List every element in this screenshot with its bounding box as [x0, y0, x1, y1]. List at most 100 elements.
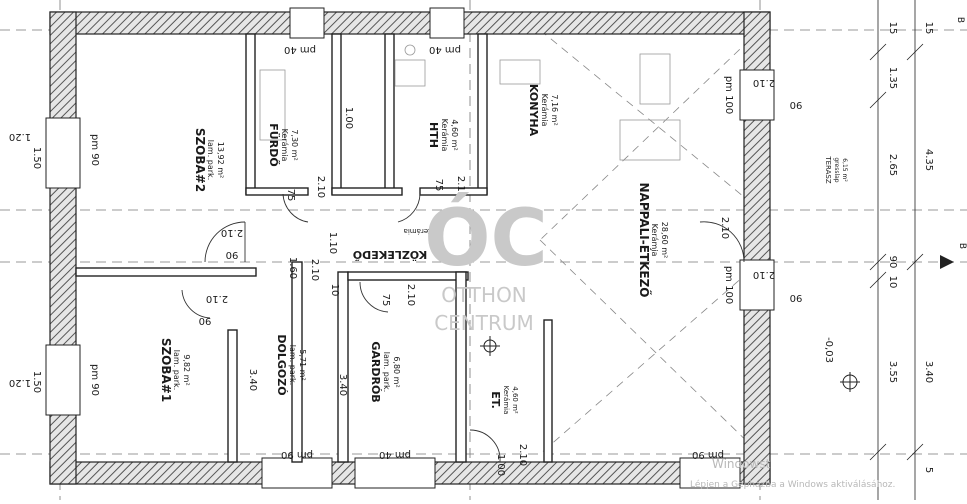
window-dimensions: 1.20 1.50 1.20 1.50	[9, 131, 42, 393]
svg-text:KONYHA: KONYHA	[527, 84, 540, 137]
svg-text:HTH: HTH	[427, 122, 440, 148]
svg-text:4,60 m²: 4,60 m²	[511, 386, 519, 414]
svg-text:10: 10	[887, 276, 898, 289]
svg-text:15: 15	[887, 22, 898, 35]
inner-walls	[75, 33, 553, 463]
room-label-szoba1: SZOBA#1 lam. park. 9,82 m²	[159, 338, 191, 402]
window-openings	[45, 7, 775, 489]
svg-text:4,60 m²: 4,60 m²	[450, 119, 459, 150]
room-labels: SZOBA#2 lam. park. 13,92 m² FÜRDŐ Kerámi…	[159, 84, 848, 415]
door-width: 2.10	[221, 227, 243, 238]
door-width: 2.10	[455, 176, 466, 198]
svg-text:Windowst: Windowst	[712, 457, 771, 471]
pm40-label: pm 40	[284, 44, 316, 55]
room-label-gardrob: GARDRÓB lam. park. 6,80 m²	[369, 341, 401, 402]
svg-text:90: 90	[887, 256, 898, 269]
door-width: 2.10	[405, 284, 416, 306]
door-width: 90	[790, 292, 803, 303]
svg-text:1.35: 1.35	[887, 67, 898, 89]
svg-text:lam. park.: lam. park.	[206, 140, 215, 180]
svg-text:6,80 m²: 6,80 m²	[392, 356, 401, 387]
watermark-line2: CENTRUM	[434, 311, 534, 335]
door-width: 2.10	[719, 217, 730, 239]
svg-text:KÖZLEKEDŐ: KÖZLEKEDŐ	[353, 248, 427, 262]
svg-text:2.65: 2.65	[887, 154, 898, 176]
svg-text:DOLGOZÓ: DOLGOZÓ	[275, 334, 288, 395]
door-width: 75	[433, 179, 444, 192]
svg-text:Kerámia: Kerámia	[540, 94, 549, 127]
door-width: 2.10	[517, 444, 528, 466]
svg-text:GARDRÓB: GARDRÓB	[369, 341, 382, 402]
pm100-label: pm 100	[723, 266, 734, 304]
svg-text:gresslap: gresslap	[833, 157, 840, 182]
door-width: 75	[380, 294, 391, 307]
pm90-label: pm 90	[89, 134, 100, 166]
pm90-label: pm 90	[281, 449, 313, 460]
svg-text:TERASZ: TERASZ	[824, 155, 832, 184]
svg-text:Kerámia: Kerámia	[280, 129, 289, 162]
watermark-logo: ÓC	[424, 192, 548, 284]
door-width: 1.00	[495, 454, 506, 476]
svg-text:B: B	[955, 17, 965, 23]
svg-text:4.35: 4.35	[923, 149, 934, 171]
dimension-chain	[869, 0, 924, 500]
svg-text:FÜRDŐ: FÜRDŐ	[267, 123, 281, 166]
svg-text:Kerámia: Kerámia	[650, 224, 659, 257]
door-width: 1.10	[327, 232, 338, 254]
fixtures	[259, 44, 681, 161]
door-width: 90	[199, 315, 212, 326]
door-width: 10	[329, 284, 340, 297]
svg-text:3.40: 3.40	[923, 361, 934, 383]
room-label-furdo: FÜRDŐ Kerámia 7,30 m²	[267, 123, 299, 166]
pm100-label: pm 100	[723, 76, 734, 114]
room-label-terasz: TERASZ gresslap 6,15 m²	[824, 155, 848, 184]
svg-text:5,71 m²: 5,71 m²	[298, 349, 307, 380]
door-width: 3.40	[247, 369, 258, 391]
svg-text:5: 5	[923, 467, 934, 473]
svg-text:7,16 m²: 7,16 m²	[550, 94, 559, 125]
door-width: 2.10	[206, 293, 228, 304]
svg-text:lam. park.: lam. park.	[172, 350, 181, 390]
svg-text:SZOBA#2: SZOBA#2	[193, 128, 207, 192]
svg-text:Kerámia: Kerámia	[404, 227, 433, 235]
section-marker: B B	[940, 17, 967, 269]
level-mark: -0,03	[480, 336, 860, 392]
os-activation-notice: Windowst Lépjen a Gépházba a Windows akt…	[690, 457, 895, 490]
pm40-label: pm 40	[429, 44, 461, 55]
door-width: 90	[226, 249, 239, 260]
svg-text:-0,03: -0,03	[823, 337, 834, 363]
room-label-konyha: KONYHA Kerámia 7,16 m²	[527, 84, 559, 137]
svg-text:ET.: ET.	[489, 391, 502, 409]
svg-text:Kerámia: Kerámia	[440, 119, 449, 152]
dimension-values: 15 15 1.35 2.65 4.35 90 10 3.55 3.40 5	[887, 22, 934, 474]
door-swings	[181, 193, 745, 463]
svg-text:28,60 m²: 28,60 m²	[660, 222, 669, 258]
svg-text:1.20: 1.20	[9, 131, 31, 142]
svg-text:SZOBA#1: SZOBA#1	[159, 338, 173, 402]
room-label-hth: HTH Kerámia 4,60 m²	[427, 119, 459, 152]
pm90-label: pm 90	[89, 364, 100, 396]
door-width: 1.00	[343, 107, 354, 129]
room-label-et: ET. Kerámia 4,60 m²	[489, 386, 519, 415]
svg-text:1.50: 1.50	[31, 147, 42, 169]
door-width: 1.60	[287, 257, 298, 279]
door-width: 2.10	[753, 269, 775, 280]
svg-text:3.55: 3.55	[887, 361, 898, 383]
svg-text:lam. park.: lam. park.	[288, 345, 297, 385]
svg-text:1.50: 1.50	[31, 371, 42, 393]
watermark: ÓC OTTHON CENTRUM	[424, 192, 548, 335]
svg-text:9,82 m²: 9,82 m²	[182, 354, 191, 385]
svg-text:Kerámia: Kerámia	[502, 386, 510, 415]
svg-text:15: 15	[923, 22, 934, 35]
svg-text:6,15 m²: 6,15 m²	[841, 158, 848, 182]
svg-text:B: B	[957, 243, 967, 249]
room-label-nappali: NAPPALI-ÉTKEZŐ Kerámia 28,60 m²	[637, 183, 669, 298]
room-label-kozlekedo: KÖZLEKEDŐ Kerámia	[353, 227, 433, 262]
svg-text:1.20: 1.20	[9, 377, 31, 388]
watermark-line1: OTTHON	[441, 283, 527, 307]
door-width: 2.10	[753, 77, 775, 88]
svg-text:lam. park.: lam. park.	[382, 352, 391, 392]
svg-text:7,30 m²: 7,30 m²	[290, 129, 299, 160]
